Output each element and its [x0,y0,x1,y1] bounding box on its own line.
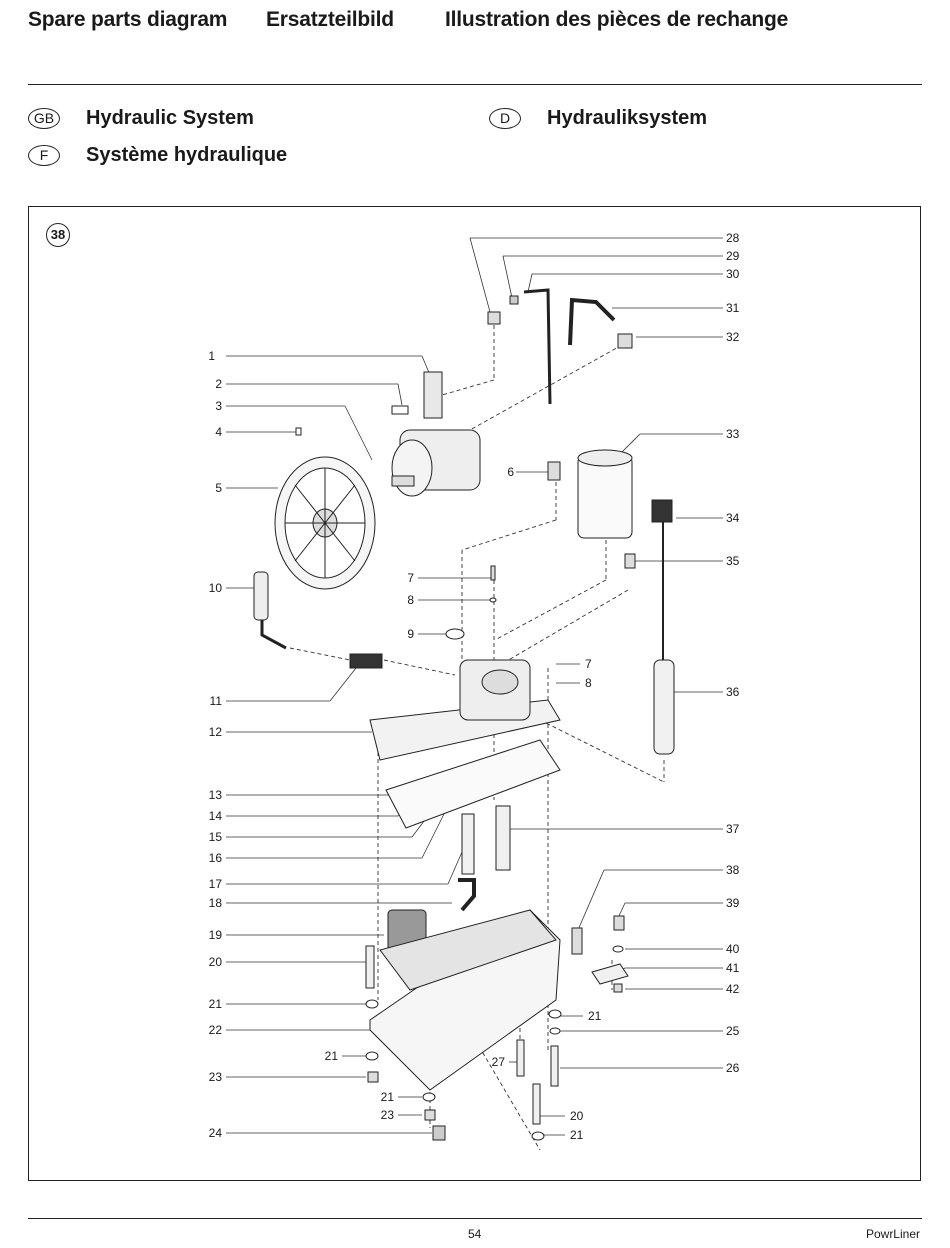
callout-23: 23 [209,1070,223,1084]
header-divider [28,84,922,85]
assembly-lines [289,318,665,1151]
callout-10: 10 [209,581,223,595]
callout-15: 15 [209,830,223,844]
callout-34: 34 [726,511,740,525]
callout-13: 13 [209,788,223,802]
callout-numbers: 1 2 3 4 5 6 7 8 9 10 11 12 13 14 15 16 1… [208,231,739,1142]
language-badge-d: D [489,108,521,129]
callout-28: 28 [726,231,740,245]
callout-17: 17 [209,877,223,891]
callout-21d: 21 [588,1009,602,1023]
callout-8: 8 [407,593,414,607]
callout-4: 4 [215,425,222,439]
section-title-d: Hydrauliksystem [547,107,708,129]
callout-24: 24 [209,1126,223,1140]
callout-32: 32 [726,330,740,344]
callout-36: 36 [726,685,740,699]
brand-name: PowrLiner [865,1227,920,1241]
callout-39: 39 [726,896,740,910]
callout-37: 37 [726,822,740,836]
callout-14: 14 [209,809,223,823]
section-title-f: Système hydraulique [86,144,288,166]
callout-22: 22 [209,1023,223,1037]
callout-20: 20 [209,955,223,969]
callout-33: 33 [726,427,740,441]
callout-11: 11 [210,694,223,708]
callout-16: 16 [209,851,223,865]
language-badge-f: F [28,145,60,166]
callout-9: 9 [407,627,414,641]
title-de: Ersatzteilbild [266,8,394,31]
diagram-frame [28,206,921,1181]
callout-35: 35 [726,554,740,568]
section-f: F Système hydraulique [28,144,287,167]
section-gb: GB Hydraulic System [28,107,254,130]
callout-27: 27 [492,1055,506,1069]
callout-5: 5 [215,481,222,495]
callout-30: 30 [726,267,740,281]
callout-26: 26 [726,1061,740,1075]
callout-21c: 21 [381,1090,395,1104]
callout-8b: 8 [585,676,592,690]
callout-29: 29 [726,249,740,263]
callout-40: 40 [726,942,740,956]
callout-3: 3 [215,399,222,413]
callout-7: 7 [407,571,414,585]
callout-42: 42 [726,982,740,996]
figure-number: 38 [46,223,70,247]
language-badge-gb: GB [28,108,60,129]
callout-31: 31 [726,301,740,315]
callout-7b: 7 [585,657,592,671]
callout-25: 25 [726,1024,740,1038]
callout-6: 6 [507,465,514,479]
section-d: D Hydrauliksystem [489,107,707,130]
callout-21: 21 [209,997,223,1011]
callout-20b: 20 [570,1109,584,1123]
callout-2: 2 [215,377,222,391]
footer-divider [28,1218,922,1219]
callout-21b: 21 [325,1049,339,1063]
section-title-gb: Hydraulic System [86,107,254,129]
page-number: 54 [468,1227,482,1241]
callout-19: 19 [209,928,223,942]
callout-18: 18 [209,896,223,910]
callout-38: 38 [726,863,740,877]
title-en: Spare parts diagram [28,8,228,31]
callout-1: 1 [208,349,215,363]
callout-23b: 23 [381,1108,395,1122]
callout-41: 41 [726,961,740,975]
callout-21e: 21 [570,1128,584,1142]
part-drawings [253,288,675,1141]
callout-12: 12 [209,725,223,739]
title-fr: Illustration des pièces de rechange [445,8,789,31]
